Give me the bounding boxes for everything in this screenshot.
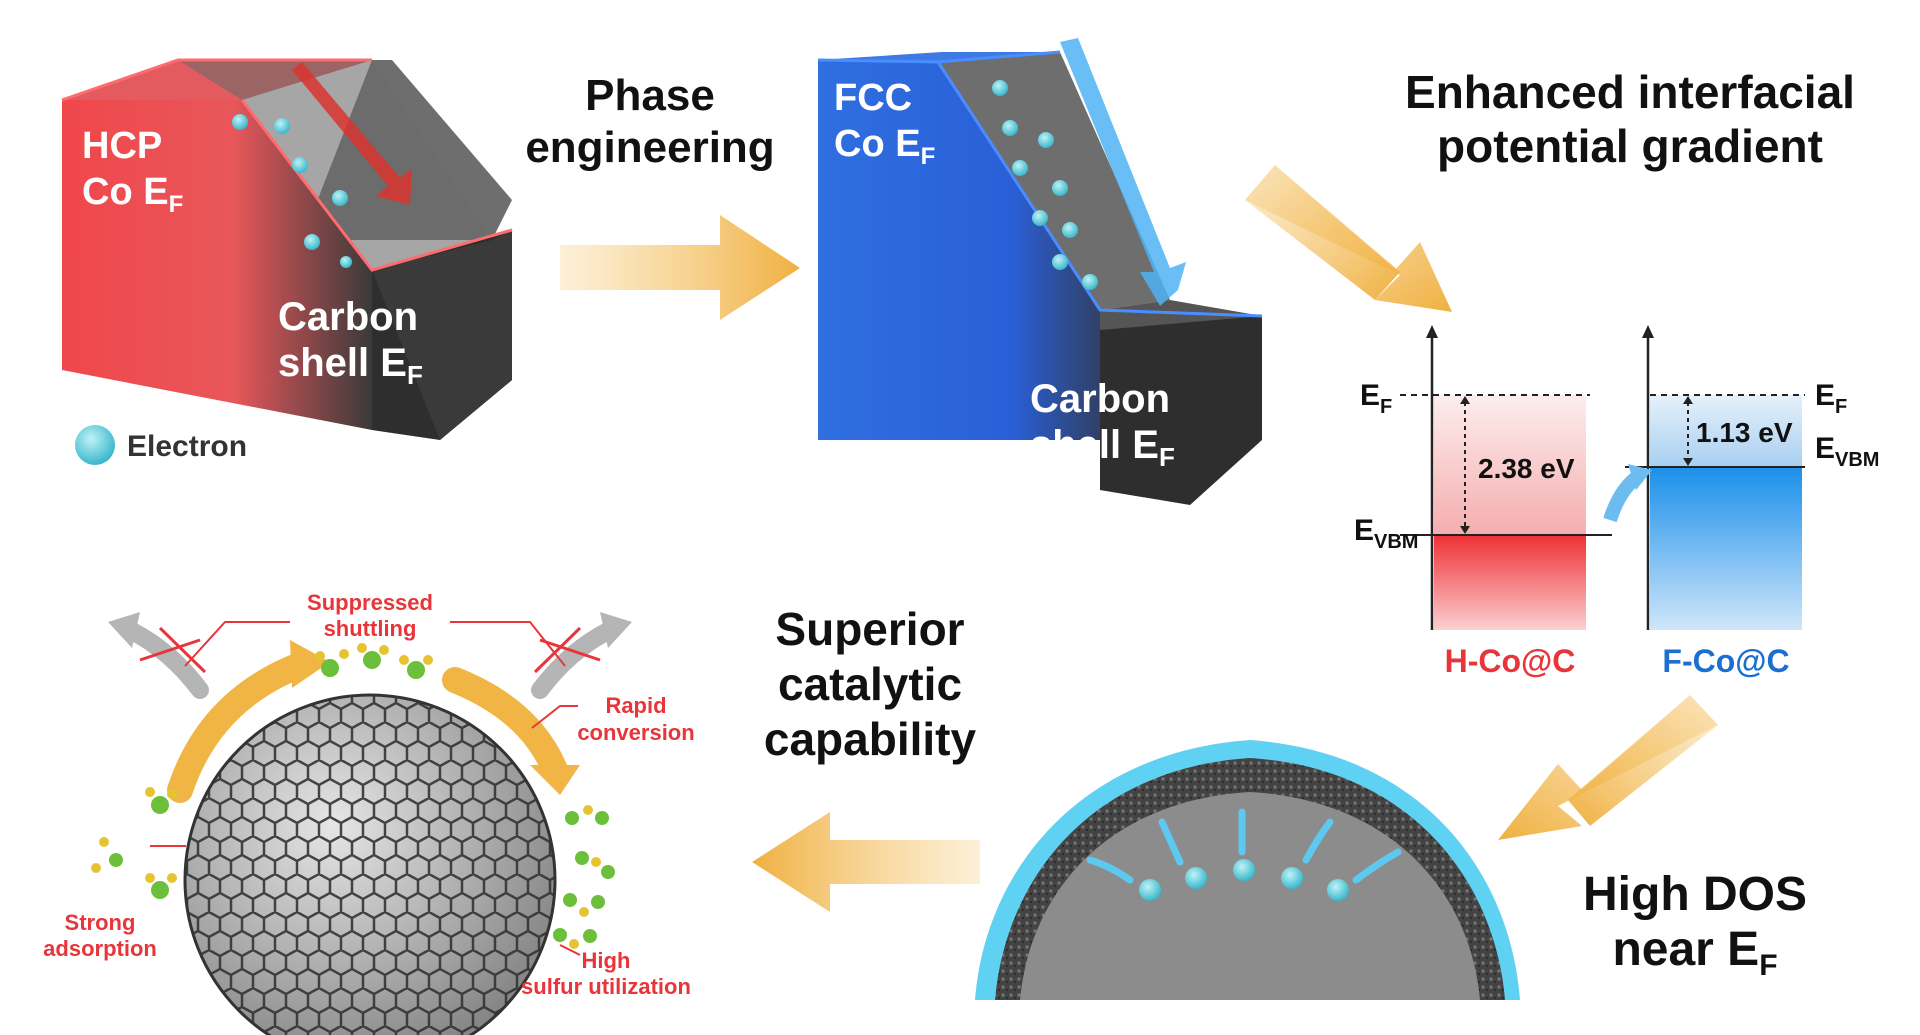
band-ef-right: EF (1815, 379, 1847, 418)
blocked-escape-right (531, 612, 632, 699)
dos-arrow-shaft (1568, 695, 1718, 826)
phase-engineering-arrow (560, 215, 800, 320)
electron-legend-label: Electron (127, 430, 247, 463)
gradient-title-line1: Enhanced interfacial (1405, 66, 1855, 118)
carbon-shell-label-2: Carbon (1030, 377, 1170, 421)
cluster-right (553, 805, 615, 949)
electron-icon (75, 425, 115, 465)
dos-title-line1: High DOS (1583, 868, 1807, 921)
carbon-shell-ef-label-2: shell EF (1030, 423, 1175, 472)
band-evbm-left: EVBM (1354, 514, 1418, 553)
superior-arrow (752, 812, 980, 912)
strong-adsorption-2: adsorption (43, 936, 157, 961)
electron-flow-arrow-red (292, 62, 412, 205)
dos-shell (975, 740, 1520, 1000)
sphere-arrow-right (442, 667, 568, 783)
band-evbm-right: EVBM (1815, 432, 1879, 471)
band-left-gap (1434, 395, 1586, 535)
band-ef-left: EF (1360, 379, 1392, 418)
carbon-sphere (183, 693, 557, 1035)
fcc-co-ef-label: Co EF (834, 123, 935, 170)
phase-engineering-line1: Phase (585, 71, 715, 120)
hcp-co-ef-label: Co EF (82, 171, 183, 218)
high-sulfur-1: High (582, 948, 631, 973)
band-label-left: H-Co@C (1445, 643, 1576, 679)
cluster-left (91, 787, 177, 899)
rapid-conversion-2: conversion (577, 720, 694, 745)
polysulfide-clusters (91, 643, 615, 949)
electron-legend: Electron (75, 425, 247, 465)
strong-adsorption-1: Strong (65, 910, 136, 935)
band-left-filled (1434, 535, 1586, 630)
rapid-conversion-1: Rapid (605, 693, 666, 718)
band-right-gap (1650, 395, 1802, 467)
suppressed-shuttling-2: shuttling (324, 616, 417, 641)
hcp-block: HCP Co EF Carbon shell EF (61, 58, 513, 440)
fcc-label: FCC (834, 77, 912, 119)
band-gap-right-value: 1.13 eV (1696, 417, 1793, 448)
band-diagram: EF EVBM EF EVBM 2.38 eV 1.13 eV H-Co@C F… (1354, 325, 1879, 679)
phase-engineering-line2: engineering (525, 123, 774, 172)
dos-electrons (1139, 859, 1349, 901)
electron-trail-right (992, 80, 1098, 290)
hcp-label: HCP (82, 125, 162, 167)
dos-title-line2: near EF (1612, 923, 1777, 982)
band-gap-left-value: 2.38 eV (1478, 453, 1575, 484)
dos-electron-arrows (1086, 808, 1402, 884)
electron-trail-left (232, 114, 352, 268)
gradient-arrow-shaft (1245, 165, 1400, 300)
superior-line1: Superior (775, 603, 964, 655)
high-sulfur-2: sulfur utilization (521, 974, 691, 999)
cluster-top (315, 643, 433, 679)
band-label-right: F-Co@C (1662, 643, 1789, 679)
superior-line3: capability (764, 713, 977, 765)
annotation-leaders (150, 621, 581, 956)
gradient-title-line2: potential gradient (1437, 120, 1823, 172)
superior-line2: catalytic (778, 658, 962, 710)
carbon-shell-ef-label-1: shell EF (278, 341, 423, 390)
band-right-filled (1650, 467, 1802, 630)
fcc-block: FCC Co EF Carbon shell EF (817, 38, 1263, 505)
electron-flow-arrow-blue (1060, 38, 1186, 306)
sphere-arrow-left (167, 652, 313, 803)
blocked-escape-left (108, 612, 209, 699)
suppressed-shuttling-1: Suppressed (307, 590, 433, 615)
carbon-shell-label-1: Carbon (278, 295, 418, 339)
